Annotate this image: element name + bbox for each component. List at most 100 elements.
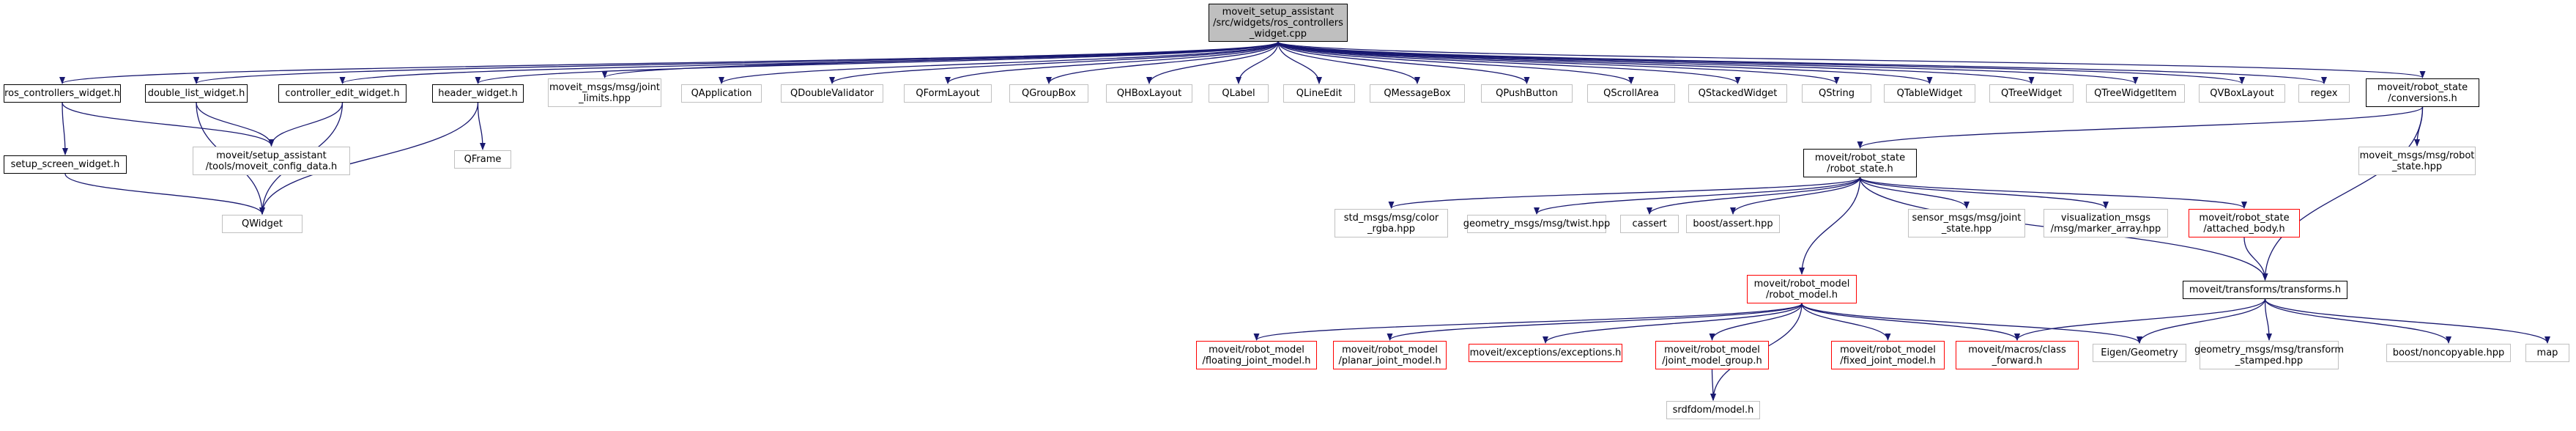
node-label-line: _limits.hpp — [579, 92, 631, 104]
node-label-line: QDoubleValidator — [790, 88, 874, 99]
node-label-line: moveit_msgs/msg/robot — [2359, 150, 2475, 161]
qscrollarea-node: QScrollArea — [1587, 84, 1675, 103]
node-label-line: QLabel — [1222, 88, 1255, 99]
edge-transforms_h-to-boost_noncopyable — [2264, 298, 2451, 344]
qdoublevalidator-node: QDoubleValidator — [781, 84, 883, 103]
qmessagebox-node: QMessageBox — [1370, 84, 1465, 103]
node-label-line: regex — [2310, 88, 2338, 99]
header-widget-h-node[interactable]: header_widget.h — [432, 84, 524, 103]
node-label-line: moveit/robot_state — [2199, 212, 2290, 224]
edge-transforms_h-to-map — [2264, 298, 2550, 344]
node-label-line: moveit/exceptions/exceptions.h — [1469, 347, 1622, 358]
edge-root-to-robot_state_conversions_h — [1277, 41, 2425, 78]
transforms-h-node[interactable]: moveit/transforms/transforms.h — [2183, 281, 2347, 299]
node-label-line: moveit/transforms/transforms.h — [2189, 284, 2342, 295]
geometry-msgs-transform-stamped-node: geometry_msgs/msg/transform_stamped.hpp — [2194, 341, 2344, 369]
planar-joint-model-h-node[interactable]: moveit/robot_model/planar_joint_model.h — [1333, 341, 1447, 369]
robot-state-h-node[interactable]: moveit/robot_state/robot_state.h — [1803, 149, 1917, 177]
edge-root-to-regex — [1277, 41, 2327, 84]
edge-root-to-qpushbutton — [1277, 41, 1530, 84]
edge-robot_state_h-to-geometry_msgs_twist — [1534, 177, 1861, 215]
node-label-line: QTreeWidgetItem — [2094, 88, 2177, 99]
edge-robot_state_conversions_h-to-transforms_h — [2262, 106, 2424, 281]
node-label-line: /src/widgets/ros_controllers — [1213, 17, 1343, 29]
edge-root-to-qtreewidgetitem — [1277, 41, 2139, 84]
boost-noncopyable-node: boost/noncopyable.hpp — [2386, 344, 2511, 362]
joint-model-group-h-node[interactable]: moveit/robot_model/joint_model_group.h — [1655, 341, 1769, 369]
setup-screen-widget-h-node[interactable]: setup_screen_widget.h — [4, 155, 127, 174]
node-label-line: /robot_model.h — [1765, 289, 1838, 301]
robot-state-conversions-h-node[interactable]: moveit/robot_state/conversions.h — [2366, 78, 2479, 107]
edge-ros_controllers_widget_h-to-setup_screen_widget_h — [62, 102, 68, 155]
node-label-line: _forward.h — [1992, 355, 2043, 366]
node-label-line: /conversions.h — [2388, 92, 2457, 104]
node-label-line: /msg/marker_array.hpp — [2050, 223, 2161, 235]
qstring-node: QString — [1802, 84, 1871, 103]
edge-root-to-double_list_widget_h — [193, 41, 1279, 84]
node-label-line: QFrame — [464, 154, 502, 165]
moveit-msgs-joint-limits-node: moveit_msgs/msg/joint_limits.hpp — [548, 78, 661, 107]
attached-body-h-node[interactable]: moveit/robot_state/attached_body.h — [2189, 209, 2300, 237]
node-label-line: _state.hpp — [2391, 161, 2443, 172]
node-label-line: geometry_msgs/msg/transform — [2194, 344, 2345, 356]
node-label-line: moveit/setup_assistant — [216, 150, 327, 161]
edge-transforms_h-to-class_forward_h — [2014, 298, 2266, 341]
node-label-line: QWidget — [241, 218, 283, 229]
node-label-line: boost/noncopyable.hpp — [2392, 347, 2505, 358]
node-label-line: ros_controllers_widget.h — [4, 88, 120, 99]
edge-root-to-moveit_msgs_joint_limits — [601, 41, 1279, 78]
node-label-line: moveit/robot_model — [1664, 344, 1760, 356]
edge-joint_model_group_h-to-srdfdom_model_h — [1710, 369, 1716, 401]
node-label-line: QGroupBox — [1022, 88, 1076, 99]
geometry-msgs-twist-node: geometry_msgs/msg/twist.hpp — [1463, 215, 1610, 233]
edge-double_list_widget_h-to-moveit_config_data_h — [196, 102, 275, 147]
controller-edit-widget-h-node[interactable]: controller_edit_widget.h — [278, 84, 407, 103]
edge-robot_state_h-to-visualization_msgs_marker — [1859, 177, 2109, 209]
node-label-line: _state.hpp — [1941, 223, 1992, 235]
srdfdom-model-h-node: srdfdom/model.h — [1666, 401, 1760, 419]
class-forward-h-node[interactable]: moveit/macros/class_forward.h — [1956, 341, 2079, 369]
node-label-line: std_msgs/msg/color — [1343, 212, 1439, 224]
node-label-line: QVBoxLayout — [2210, 88, 2274, 99]
edge-robot_model_h-to-eigen_geometry — [1801, 303, 2142, 344]
fixed-joint-model-h-node[interactable]: moveit/robot_model/fixed_joint_model.h — [1831, 341, 1945, 369]
node-label-line: moveit_msgs/msg/joint — [549, 81, 660, 93]
node-label-line: QTreeWidget — [2000, 88, 2063, 99]
double-list-widget-h-node[interactable]: double_list_widget.h — [145, 84, 248, 103]
edge-attached_body_h-to-transforms_h — [2243, 237, 2268, 281]
edge-root-to-qmessagebox — [1277, 41, 1420, 84]
node-label-line: map — [2536, 347, 2558, 358]
qtreewidgetitem-node: QTreeWidgetItem — [2086, 84, 2185, 103]
edge-robot_model_h-to-class_forward_h — [1801, 303, 2020, 341]
qstackedwidget-node: QStackedWidget — [1688, 84, 1787, 103]
robot-model-h-node[interactable]: moveit/robot_model/robot_model.h — [1747, 275, 1857, 303]
edge-root-to-qstring — [1277, 41, 1840, 84]
node-label-line: _stamped.hpp — [2235, 355, 2304, 366]
node-label-line: /attached_body.h — [2203, 223, 2285, 235]
node-label-line: QStackedWidget — [1698, 88, 1778, 99]
node-label-line: moveit/robot_model — [1840, 344, 1936, 356]
floating-joint-model-h-node[interactable]: moveit/robot_model/floating_joint_model.… — [1196, 341, 1317, 369]
qapplication-node: QApplication — [681, 84, 762, 103]
node-label-line: boost/assert.hpp — [1693, 218, 1773, 229]
edge-robot_model_h-to-floating_joint_model_h — [1253, 303, 1803, 341]
edge-root-to-qtablewidget — [1277, 41, 1933, 84]
root-file-node[interactable]: moveit_setup_assistant/src/widgets/ros_c… — [1209, 4, 1348, 42]
edge-robot_state_h-to-cassert — [1647, 177, 1861, 215]
node-label-line: QPushButton — [1496, 88, 1558, 99]
edges — [59, 41, 2550, 401]
edge-robot_state_h-to-std_msgs_color — [1388, 177, 1861, 209]
moveit-msgs-robot-state-node: moveit_msgs/msg/robot_state.hpp — [2358, 147, 2476, 175]
node-label-line: _widget.cpp — [1249, 28, 1307, 40]
exceptions-h-node[interactable]: moveit/exceptions/exceptions.h — [1469, 344, 1622, 362]
node-label-line: controller_edit_widget.h — [285, 88, 400, 99]
node-label-line: moveit/robot_model — [1209, 344, 1304, 356]
qtablewidget-node: QTableWidget — [1884, 84, 1975, 103]
edge-root-to-ros_controllers_widget_h — [59, 41, 1279, 84]
node-label-line: QString — [1818, 88, 1855, 99]
edge-root-to-qdoublevalidator — [829, 41, 1279, 84]
node-label-line: /tools/moveit_config_data.h — [205, 161, 338, 172]
ros-controllers-widget-h-node[interactable]: ros_controllers_widget.h — [4, 84, 121, 103]
qtreewidget-node: QTreeWidget — [1989, 84, 2074, 103]
node-label-line: moveit/robot_model — [1753, 278, 1850, 290]
